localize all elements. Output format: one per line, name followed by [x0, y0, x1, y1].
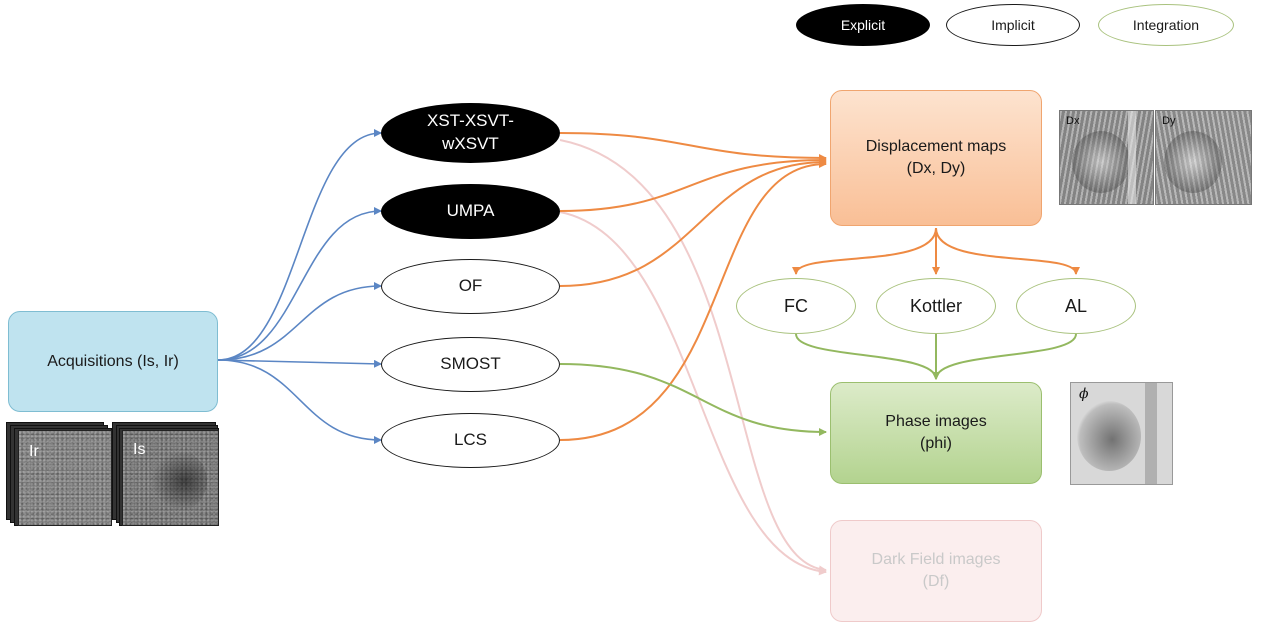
phi-capillary — [1145, 383, 1157, 484]
edge-acq-lcs — [217, 359, 382, 444]
legend-implicit: Implicit — [946, 4, 1080, 46]
acquisitions-node: Acquisitions (Is, Ir) — [8, 311, 218, 412]
dy-sample-shape — [1164, 131, 1222, 193]
dx-sample-shape — [1072, 131, 1130, 193]
dx-capillary — [1128, 111, 1136, 204]
ir-image: Ir — [18, 430, 112, 526]
dy-label: Dy — [1162, 115, 1176, 127]
al-label: AL — [1064, 295, 1088, 316]
displacement-maps-node: Displacement maps (Dx, Dy) — [830, 90, 1042, 226]
kottler-label: Kottler — [909, 295, 963, 316]
phi-label: ϕ — [1079, 386, 1089, 402]
node-al: AL — [1016, 278, 1136, 334]
edge-acq-umpa — [217, 207, 382, 361]
phase-images-node: Phase images (phi) — [830, 382, 1042, 484]
legend-integration: Integration — [1098, 4, 1234, 46]
edge-lcs-displacement — [559, 160, 827, 441]
of-label: OF — [458, 276, 483, 296]
dx-label: Dx — [1066, 115, 1080, 127]
edge-displacement-fc — [792, 227, 937, 275]
node-lcs: LCS — [381, 413, 560, 468]
edge-umpa-displacement — [559, 156, 827, 212]
dy-map-image: Dy — [1155, 110, 1252, 205]
edge-fc-phase — [795, 333, 940, 380]
node-umpa: UMPA — [381, 184, 560, 239]
node-xst-xsvt-wxsvt: XST-XSVT- wXSVT — [381, 103, 560, 163]
node-kottler: Kottler — [876, 278, 996, 334]
legend-integration-label: Integration — [1132, 16, 1200, 33]
is-sample-shadow — [151, 451, 207, 511]
node-smost: SMOST — [381, 337, 560, 392]
edge-of-displacement — [559, 158, 827, 287]
displacement-label: Displacement maps (Dx, Dy) — [865, 138, 1007, 177]
is-label: Is — [133, 441, 146, 458]
xst-label: XST-XSVT- wXSVT — [427, 111, 514, 153]
dark-field-images-node: Dark Field images (Df) — [830, 520, 1042, 622]
edge-al-phase — [932, 333, 1077, 380]
acquisitions-label: Acquisitions (Is, Ir) — [47, 352, 179, 370]
fc-label: FC — [784, 295, 808, 316]
darkfield-label: Dark Field images (Df) — [871, 551, 1001, 590]
node-of: OF — [381, 259, 560, 314]
phi-image: ϕ — [1070, 382, 1173, 485]
lcs-label: LCS — [453, 430, 488, 450]
edge-acq-smost — [217, 359, 382, 368]
legend-explicit: Explicit — [796, 4, 930, 46]
node-fc: FC — [736, 278, 856, 334]
edge-displacement-al — [935, 227, 1080, 275]
edge-acq-of — [217, 282, 382, 361]
dx-map-image: Dx — [1059, 110, 1154, 205]
edge-xst-darkfield — [559, 139, 827, 574]
legend-explicit-label: Explicit — [840, 16, 886, 33]
edge-xst-displacement — [559, 132, 827, 162]
umpa-label: UMPA — [446, 201, 495, 221]
smost-label: SMOST — [440, 354, 501, 374]
phi-sample-shape — [1077, 401, 1141, 471]
phase-label: Phase images (phi) — [885, 413, 987, 452]
is-image: Is — [122, 430, 219, 526]
legend-implicit-label: Implicit — [991, 16, 1035, 33]
edge-smost-phase — [559, 363, 827, 436]
ir-label: Ir — [29, 443, 39, 460]
edge-acq-xst — [217, 129, 382, 361]
